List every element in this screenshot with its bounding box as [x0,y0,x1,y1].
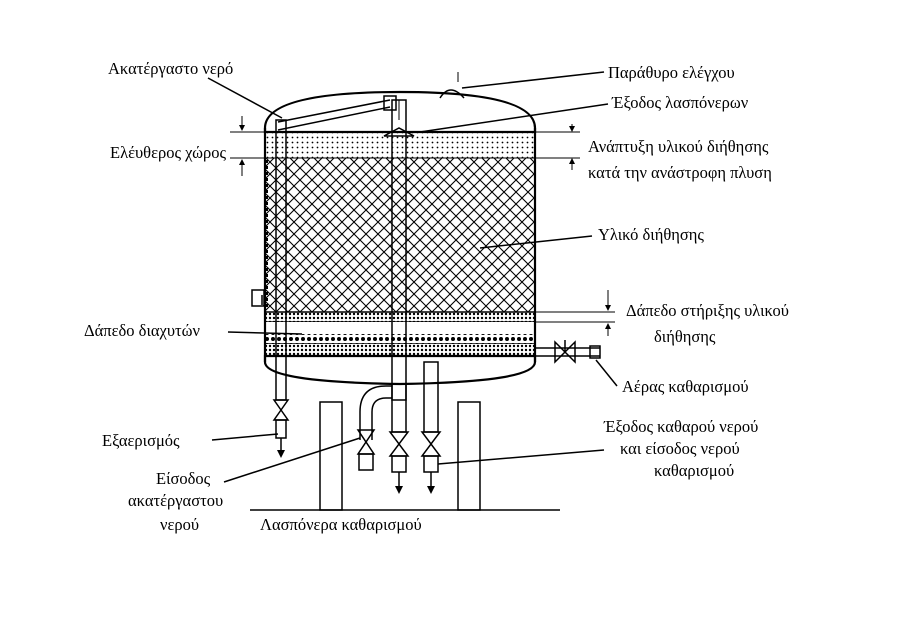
tank-dome [263,90,537,134]
label-clean-water-3: καθαρισμού [654,461,734,480]
label-clean-water-2: και είσοδος νερού [620,439,740,458]
raw-water-inlet-pipe [277,95,397,131]
air-pipe [535,340,601,364]
label-venting: Εξαερισμός [102,431,180,450]
bottom-pipes [356,361,442,494]
filter-material-zone [265,158,535,312]
dimension-marks [230,116,615,336]
support-layer-gravel [265,322,535,334]
label-free-space: Ελέυθερος χώρος [110,143,226,162]
valve-raw-inlet [356,429,376,471]
vent-pipe [251,119,290,458]
label-diffuser-floor: Δάπεδο διαχυτών [84,321,201,340]
support-layer-gravel2 [265,334,535,344]
label-clean-water-1: Έξοδος καθαρού νερού [603,417,758,436]
diffuser-layer [265,344,535,356]
label-support-floor-1: Δάπεδο στήριξης υλικού [626,301,789,320]
label-raw-inlet-3: νερού [160,515,199,534]
label-sludge-water-outlet: Έξοδος λασπόνερων [611,93,749,112]
tank-bottom-dish [263,354,537,386]
central-pipe [383,99,415,401]
label-filter-expansion-1: Ανάπτυξη υλικού διήθησης [588,137,769,156]
label-raw-inlet-1: Είσοδος [156,469,211,488]
label-raw-inlet-2: ακατέργαστου [128,491,223,510]
label-inspection-window: Παράθυρο ελέγχου [608,63,735,82]
labels: Ακατέργαστο νερό Παράθυρο ελέγχου Έξοδος… [84,59,789,534]
valve-clean-water [420,431,442,494]
label-cleaning-air: Αέρας καθαρισμού [622,377,749,396]
label-filter-material: Υλικό διήθησης [598,225,704,244]
support-layer-dots [265,312,535,322]
label-raw-water: Ακατέργαστο νερό [108,59,233,78]
inspection-window [439,89,465,99]
tank-legs [250,401,560,511]
valve-sludge [388,431,410,494]
label-filter-expansion-2: κατά την ανάστροφη πλυση [588,163,772,182]
label-support-floor-2: διήθησης [654,327,716,346]
tank [263,72,537,386]
label-cleaning-sludge-water: Λασπόνερα καθαρισμού [260,515,422,534]
leader-lines [207,71,618,483]
